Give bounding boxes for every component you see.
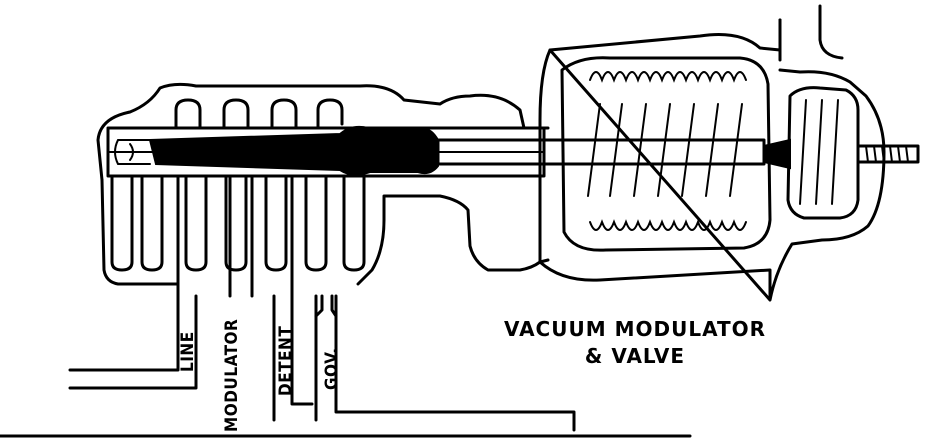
modulator-port-label: MODULATOR bbox=[222, 318, 242, 432]
bore-fingers-top bbox=[174, 98, 344, 130]
gov-port-label: GOV. bbox=[322, 347, 342, 390]
modulator-spring bbox=[587, 103, 743, 197]
bore-fingers-bottom bbox=[110, 174, 366, 272]
caption-line-1: VACUUM MODULATOR bbox=[503, 317, 767, 341]
bellows-bottom bbox=[589, 219, 747, 231]
modulator-valve-spool bbox=[148, 125, 439, 176]
detent-port-label: DETENT bbox=[276, 325, 296, 396]
modulator-port-passage bbox=[228, 174, 254, 298]
line-port-passage bbox=[68, 174, 198, 390]
line-port-label: LINE bbox=[178, 331, 198, 372]
caption-line-2: & VALVE bbox=[584, 344, 686, 368]
vacuum-chamber bbox=[786, 86, 860, 220]
valve-body-outline bbox=[96, 82, 550, 182]
diagram-caption: VACUUM MODULATOR & VALVE bbox=[500, 316, 770, 370]
chamber-spring bbox=[799, 99, 839, 205]
valve-body-lower bbox=[100, 178, 180, 298]
detent-port-passage bbox=[272, 174, 314, 422]
modulator-housing bbox=[538, 18, 886, 302]
bellows-top bbox=[589, 71, 747, 83]
diaphragm-can bbox=[560, 56, 772, 252]
threaded-stem bbox=[856, 144, 920, 164]
